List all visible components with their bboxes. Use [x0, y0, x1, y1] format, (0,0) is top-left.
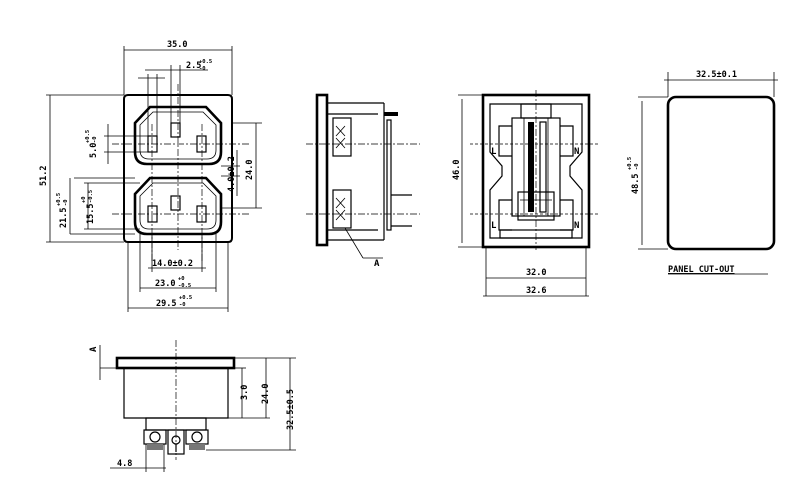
- rear-view: L N L N 46.0 32.0 32.6: [452, 90, 600, 297]
- rear-label-n-lower: N: [574, 221, 579, 231]
- dim-socket-height: 24.0: [245, 160, 255, 180]
- rear-label-n-upper: N: [574, 147, 579, 157]
- lower-socket: [133, 176, 223, 236]
- dim-pin-offset-tol-plus: +0.5: [85, 130, 91, 143]
- dim-opening-width: 29.5: [156, 299, 176, 309]
- dim-socket-width-tol-minus: -0.5: [178, 283, 191, 289]
- dim-pin-gap-tol-minus: -0: [199, 66, 206, 72]
- panel-cutout: 32.5±0.1 48.5 +0.5 -0 PANEL CUT-OUT: [627, 70, 778, 275]
- dim-pin-gap-tol-plus: +0.5: [199, 59, 212, 65]
- dim-socket-width-tol-plus: +0: [178, 276, 185, 282]
- dim-rear-width-inner: 32.0: [526, 268, 546, 278]
- dim-cutout-height: 48.5: [631, 174, 641, 194]
- front-view: 35.0 2.5 +0.5 -0 51.2 21.5 +0.5 -0 15.5 …: [39, 40, 262, 312]
- dim-terminal-width: 4.8: [117, 459, 132, 469]
- dim-pin-offset: 5.0: [89, 143, 99, 158]
- bottom-section-label: A: [89, 346, 99, 352]
- side-section-label: A: [374, 259, 380, 269]
- bottom-view: A 3.0 24.0 32.5±0.5 4.8: [89, 340, 296, 472]
- dim-rear-height: 46.0: [452, 160, 462, 180]
- dim-inner-body-tol-plus: +0: [81, 196, 87, 203]
- dim-height-total: 51.2: [39, 166, 49, 186]
- rear-label-l-lower: L: [491, 221, 497, 231]
- dim-bottom-total-depth: 32.5±0.5: [286, 389, 296, 430]
- dim-inner-body: 15.5: [86, 204, 96, 224]
- dim-socket-width: 23.0: [155, 279, 175, 289]
- dim-socket-spacing: 4.0±0.2: [227, 156, 237, 192]
- dim-rear-width-outer: 32.6: [526, 286, 546, 296]
- dim-width-total: 35.0: [167, 40, 187, 50]
- dim-bottom-depth: 24.0: [261, 384, 271, 404]
- dim-opening-width-tol-plus: +0.5: [179, 295, 192, 301]
- dim-outer-body-tol-plus: +0.5: [56, 193, 62, 206]
- dim-cutout-height-tol-plus: +0.5: [627, 157, 633, 170]
- dim-outer-body-tol-minus: -0: [63, 199, 69, 206]
- dim-pin-pitch: 14.0±0.2: [152, 259, 193, 269]
- upper-socket: [133, 105, 223, 166]
- panel-cutout-caption: PANEL CUT-OUT: [668, 265, 735, 275]
- side-view: A: [306, 93, 420, 269]
- dim-pin-offset-tol-minus: -0: [92, 136, 98, 143]
- rear-label-l-upper: L: [491, 147, 497, 157]
- dim-opening-width-tol-minus: -0: [179, 302, 186, 308]
- dim-bottom-flange: 3.0: [240, 385, 250, 400]
- dim-pin-gap: 2.5: [186, 61, 201, 71]
- dim-cutout-height-tol-minus: -0: [634, 163, 640, 170]
- dim-cutout-width: 32.5±0.1: [696, 70, 737, 80]
- dim-outer-body: 21.5: [59, 208, 69, 228]
- dim-inner-body-tol-minus: -0.5: [88, 190, 94, 203]
